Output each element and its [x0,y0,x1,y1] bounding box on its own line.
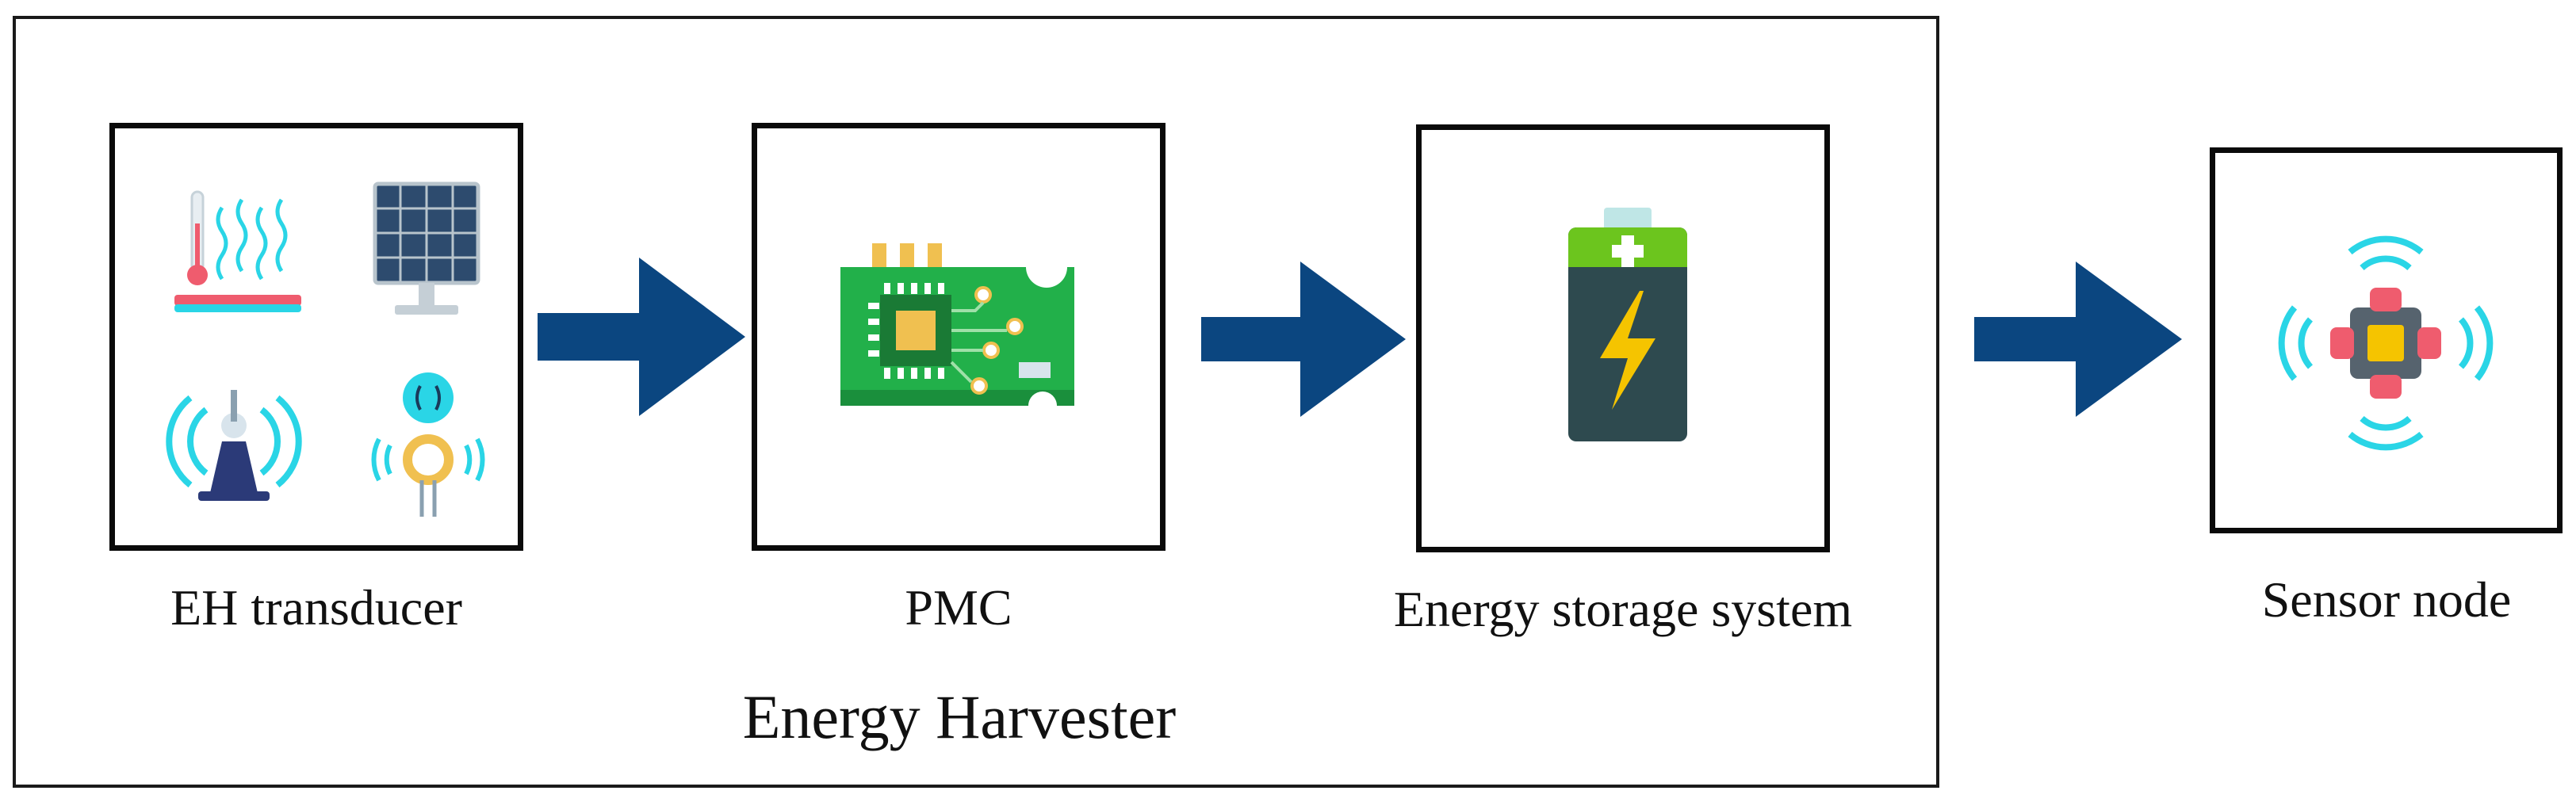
sensor-node-box [2210,147,2563,533]
piezo-sensor-icon [371,372,485,517]
eh-transducer-label: EH transducer [170,579,462,636]
sensor-node-label: Sensor node [2261,571,2512,628]
wireless-chip-icon [2278,235,2494,451]
solar-panel-icon [373,181,480,315]
arrow-storage-to-sensor [1974,262,2182,417]
arrow-pmc-to-storage [1201,262,1406,417]
rf-antenna-icon [166,390,302,501]
circuit-board-icon [840,243,1074,414]
thermometer-heat-icon [174,190,301,312]
energy-storage-box [1416,124,1830,552]
battery-icon [1568,208,1687,441]
arrow-eh-to-pmc [538,258,745,416]
energy-harvester-label: Energy Harvester [742,682,1177,751]
pmc-box [752,123,1166,551]
eh-transducer-box [109,123,523,551]
pmc-label: PMC [905,579,1012,636]
energy-storage-label: Energy storage system [1393,581,1853,637]
